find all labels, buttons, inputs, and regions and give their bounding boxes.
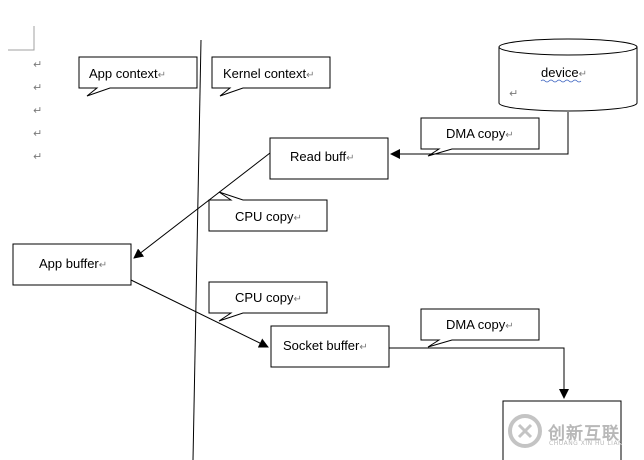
context-divider-line — [192, 39, 202, 460]
app-buffer-box — [12, 243, 132, 286]
callout-kernel-context-shape — [211, 56, 331, 97]
watermark-brand: 创新互联 — [548, 424, 620, 444]
callout-app-context-shape — [78, 56, 198, 97]
read-buff-label: Read buff↵ — [290, 149, 355, 164]
device-to-read-buff-arrow — [390, 112, 569, 159]
callout-cpu-copy-read-shape — [208, 191, 328, 232]
read-buff-box — [269, 137, 389, 180]
page-corner-mark — [8, 26, 35, 51]
callout-dma-copy-write: DMA copy↵ — [446, 317, 514, 332]
callout-cpu-copy-write-shape — [208, 281, 328, 322]
app-buffer-label: App buffer↵ — [39, 256, 108, 271]
socket-buffer-to-nic-arrow — [389, 347, 569, 399]
device-spellcheck-underline — [540, 79, 582, 83]
callout-cpu-copy-write: CPU copy↵ — [235, 290, 302, 305]
paragraph-mark-2: ↵ — [33, 81, 43, 94]
brand-logo — [508, 414, 542, 448]
callout-dma-copy-read-shape — [420, 117, 540, 157]
paragraph-mark-5: ↵ — [33, 150, 43, 163]
callout-kernel-context: Kernel context↵ — [223, 66, 315, 81]
socket-buffer-box — [270, 325, 390, 368]
read-buff-to-app-buffer-arrow — [133, 152, 271, 259]
socket-buffer-label: Socket buffer↵ — [283, 338, 368, 353]
paragraph-mark-4: ↵ — [33, 127, 43, 140]
paragraph-mark-3: ↵ — [33, 104, 43, 117]
callout-dma-copy-write-shape — [420, 308, 540, 348]
callout-cpu-copy-read: CPU copy↵ — [235, 209, 302, 224]
device-label: device↵ — [541, 65, 587, 80]
callout-app-context: App context↵ — [89, 66, 167, 81]
device-cylinder — [498, 38, 638, 112]
paragraph-mark-1: ↵ — [33, 58, 43, 71]
device-paragraph-mark: ↵ — [509, 87, 519, 100]
callout-dma-copy-read: DMA copy↵ — [446, 126, 514, 141]
app-buffer-to-socket-buffer-arrow — [130, 279, 269, 348]
watermark-subtitle: CHUANG XIN HU LIAN — [549, 440, 624, 447]
